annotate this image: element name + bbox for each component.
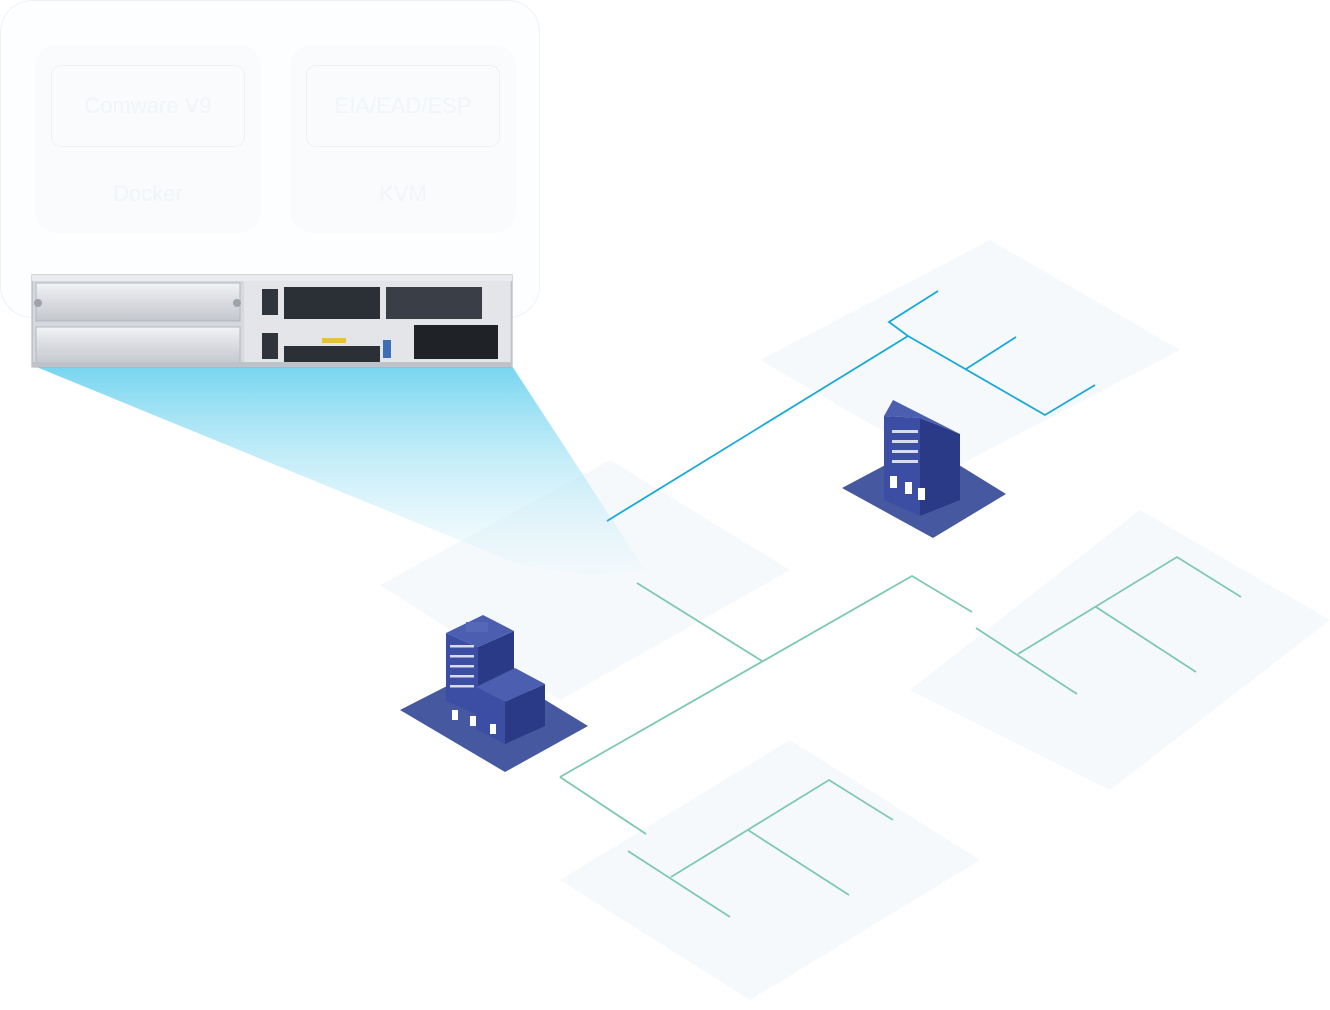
- tower-side: [920, 418, 960, 516]
- device-beam: [34, 366, 645, 575]
- green-link-bottom-b: [670, 778, 894, 878]
- kvm-label: KVM: [379, 181, 427, 206]
- green-link-down: [559, 776, 647, 835]
- ground-tiles: [380, 240, 1330, 1000]
- office-annex-roof: [476, 668, 545, 702]
- kvm-container-box: EIA/EAD/ESP KVM: [290, 45, 516, 233]
- green-network-links: [559, 555, 1242, 918]
- sfp-port-block-lower: [284, 346, 380, 362]
- office-annex-front: [476, 687, 505, 744]
- green-link-right-b: [1017, 555, 1242, 655]
- label-strip: [322, 338, 346, 343]
- headquarters-tower: [842, 400, 1006, 538]
- cyan-link-branch: [965, 336, 1017, 370]
- rj45-port-block: [386, 287, 482, 319]
- chassis-top-edge: [32, 275, 512, 281]
- tower-roof: [884, 400, 960, 434]
- green-link-bottom-c: [747, 829, 850, 896]
- virtualization-panel: Comware V9 Docker EIA/EAD/ESP KVM: [0, 0, 540, 318]
- tower-windows: [890, 430, 925, 500]
- cyan-network-links: [606, 290, 1096, 522]
- cyan-link-main: [907, 335, 1096, 417]
- office-roof-cap: [466, 622, 488, 632]
- green-link-right-c: [1095, 606, 1197, 673]
- green-link-left-drop: [636, 582, 763, 662]
- green-link-right-a: [975, 627, 1078, 695]
- sfp-port-block: [284, 287, 380, 319]
- mgmt-port-lower: [262, 333, 278, 359]
- ground-tile-top: [760, 240, 1180, 470]
- chassis-lower-edge: [32, 362, 512, 367]
- cyan-link-upper: [887, 290, 939, 337]
- docker-container-box: Comware V9 Docker: [35, 45, 261, 233]
- ground-tile-right: [910, 510, 1330, 790]
- mgmt-port: [262, 289, 278, 315]
- office-tower-front: [446, 633, 478, 715]
- comware-v9-label: Comware V9: [51, 65, 245, 147]
- usb-port: [383, 340, 391, 358]
- green-link-bottom-a: [627, 850, 731, 918]
- office-annex-side: [505, 684, 545, 744]
- office-windows: [450, 645, 496, 734]
- ground-tile-bottom: [560, 740, 980, 1000]
- branch-office: [400, 615, 588, 772]
- eia-ead-esp-label: EIA/EAD/ESP: [306, 65, 500, 147]
- blank-bay-upper: [35, 282, 241, 322]
- blank-bay-lower: [35, 326, 241, 366]
- screw-left: [34, 299, 42, 307]
- drive-bay: [414, 325, 498, 359]
- cyan-link-trunk: [606, 335, 909, 522]
- docker-label: Docker: [113, 181, 183, 206]
- green-link-spine: [559, 574, 973, 778]
- screw-right: [233, 299, 241, 307]
- network-appliance: [31, 274, 513, 368]
